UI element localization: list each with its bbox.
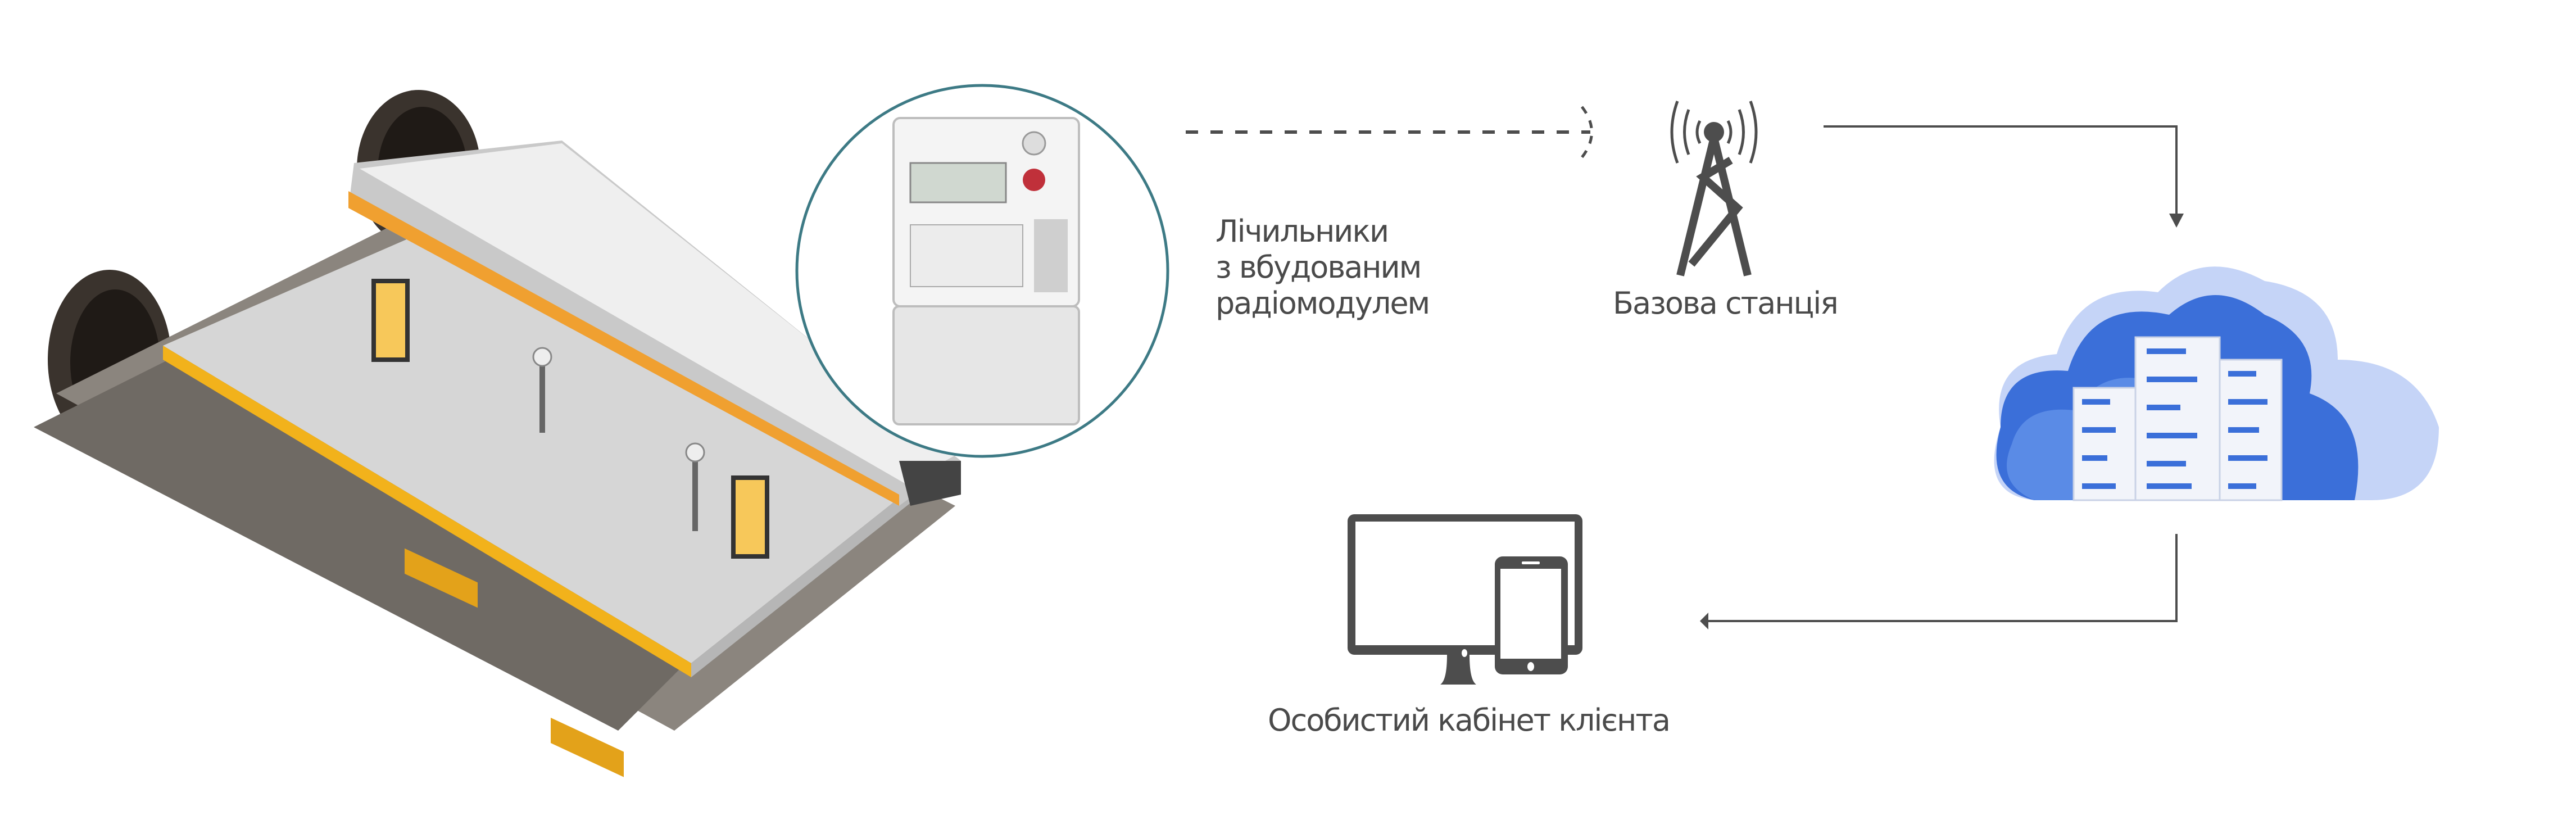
cell-tower-icon <box>1670 101 1758 277</box>
ad-stand <box>371 279 410 362</box>
bench <box>405 548 478 608</box>
smart-meter-image <box>795 84 1169 458</box>
client-cabinet-label: Особистий кабінет клієнта <box>1268 703 1671 738</box>
ad-stand <box>731 475 769 559</box>
arrow-to-client <box>1706 534 2178 622</box>
meters-label-line: з вбудованим <box>1216 250 1422 285</box>
bench <box>551 717 624 777</box>
meters-label: Лічильники з вбудованим радіомодулем <box>1216 214 1430 321</box>
cloud-server-icon <box>1994 266 2439 501</box>
metro-station-illustration <box>34 90 961 777</box>
platform <box>163 230 910 663</box>
meters-label-line: радіомодулем <box>1216 286 1430 321</box>
base-station-label: Базова станція <box>1613 286 1839 321</box>
devices-icon <box>1348 514 1582 685</box>
arrow-to-cloud <box>1824 125 2178 219</box>
meter-display <box>909 162 1007 203</box>
platform-edge <box>163 346 691 677</box>
meters-label-line: Лічильники <box>1216 214 1389 249</box>
